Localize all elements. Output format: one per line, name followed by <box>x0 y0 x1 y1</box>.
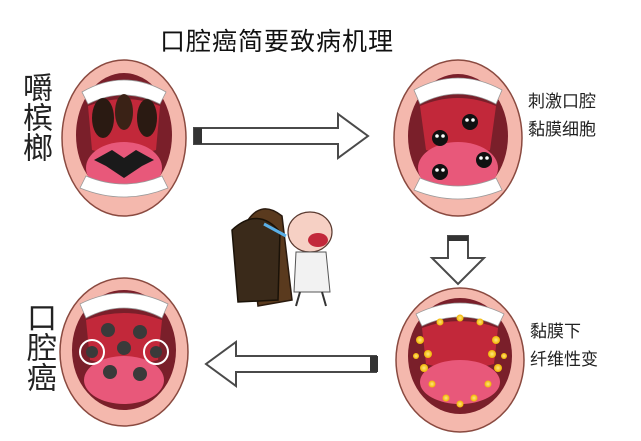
diagram-title: 口腔癌简要致病机理 <box>160 27 395 56</box>
label-fibrosis-line2: 纤维性变 <box>530 350 598 370</box>
betel-nut-left <box>92 98 114 138</box>
label-stimulate-line2: 黏膜细胞 <box>528 120 596 140</box>
betel-nut-center <box>115 94 133 130</box>
fibrosis-spots <box>413 314 507 408</box>
bat-creature <box>94 150 154 178</box>
arrow-left <box>204 340 378 388</box>
label-stimulate-mucosa: 刺激口腔 黏膜细胞 <box>528 88 596 144</box>
mouth-chewing <box>61 59 187 217</box>
mouth-stimulate <box>393 59 523 217</box>
label-fibrosis-line1: 黏膜下 <box>530 322 581 342</box>
arrow-right <box>193 112 370 160</box>
cartoon-man-and-grim-figure <box>231 208 333 307</box>
arrow-down <box>429 235 487 286</box>
mouth-fibrosis <box>395 287 525 433</box>
betel-nut-right <box>137 99 157 137</box>
label-chewing-betel-nut: 嚼槟榔 <box>17 72 52 162</box>
label-submucous-fibrosis: 黏膜下 纤维性变 <box>530 318 598 374</box>
germ-creatures <box>432 114 492 180</box>
label-oral-cancer: 口腔癌 <box>21 302 56 392</box>
cancer-cells <box>86 323 162 381</box>
mouth-cancer <box>59 277 189 427</box>
label-stimulate-line1: 刺激口腔 <box>528 92 596 112</box>
